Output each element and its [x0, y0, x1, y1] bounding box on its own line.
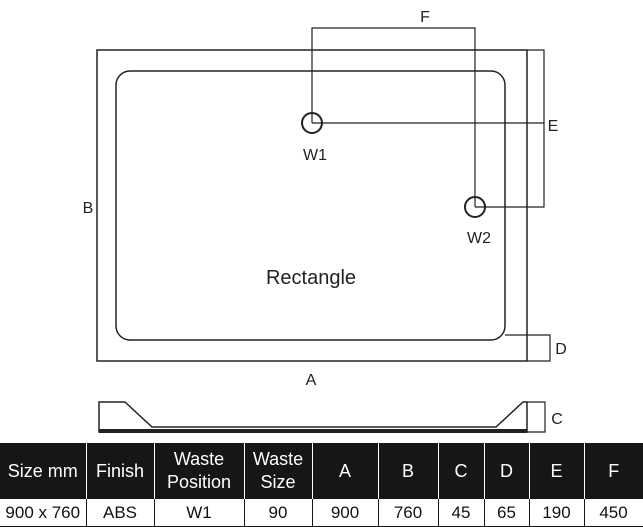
table-header-text: E: [550, 460, 563, 481]
tray-inner-basin: [115, 70, 506, 341]
dimension-d-label: D: [555, 341, 567, 358]
table-header-text: Position: [166, 472, 232, 492]
table-header-text: Waste: [252, 449, 304, 469]
table-header-text: Waste: [173, 449, 225, 469]
tray-side-base: [99, 429, 527, 433]
table-cell: 90: [243, 499, 312, 527]
table-header-cell: Finish: [85, 443, 154, 499]
dimension-f-line: [311, 27, 476, 207]
tray-diagram: Rectangle W1 W2 F E D A B C: [83, 9, 567, 433]
table-header-cell: Size mm: [0, 443, 86, 499]
table-header-cell: C: [437, 443, 484, 499]
table-cell: 900: [311, 499, 378, 527]
table-cell: 760: [377, 499, 438, 527]
dimension-a-label: A: [306, 372, 317, 389]
dimension-e-label: E: [548, 118, 559, 135]
dimension-f-label: F: [420, 9, 430, 26]
table-header-text: Finish: [95, 460, 144, 481]
dimension-c-bracket: [527, 401, 546, 433]
dimension-d-bracket: [505, 334, 551, 362]
table-cell: 900 x 760: [0, 499, 86, 527]
table-header-text: A: [338, 460, 351, 481]
table-header-text: Size mm: [7, 460, 78, 481]
table-header-cell: F: [583, 443, 643, 499]
dimension-c-label: C: [551, 411, 563, 428]
dimension-e-edge-bracket: [527, 49, 545, 123]
table-cell: ABS: [85, 499, 154, 527]
dimension-e-line: [312, 122, 545, 208]
table-header-text: D: [500, 460, 513, 481]
table-cell: 190: [528, 499, 584, 527]
shape-label: Rectangle: [266, 267, 356, 289]
table-header-text: Size: [260, 472, 296, 492]
table-header-text: F: [608, 460, 620, 481]
table-header-text: B: [401, 460, 414, 481]
table-header-cell: D: [483, 443, 529, 499]
table-header-cell: A: [311, 443, 378, 499]
table-header-text: C: [454, 460, 468, 481]
dimension-b-label: B: [83, 200, 94, 217]
table-header-cell: B: [377, 443, 438, 499]
tray-side-profile: [98, 401, 528, 433]
table-cell: W1: [153, 499, 244, 527]
table-cell: 45: [437, 499, 484, 527]
waste-w1-label: W1: [303, 147, 327, 164]
table-header-cell: E: [528, 443, 584, 499]
table-cell: 450: [583, 499, 643, 527]
waste-w2-label: W2: [467, 230, 491, 247]
table-cell: 65: [483, 499, 529, 527]
